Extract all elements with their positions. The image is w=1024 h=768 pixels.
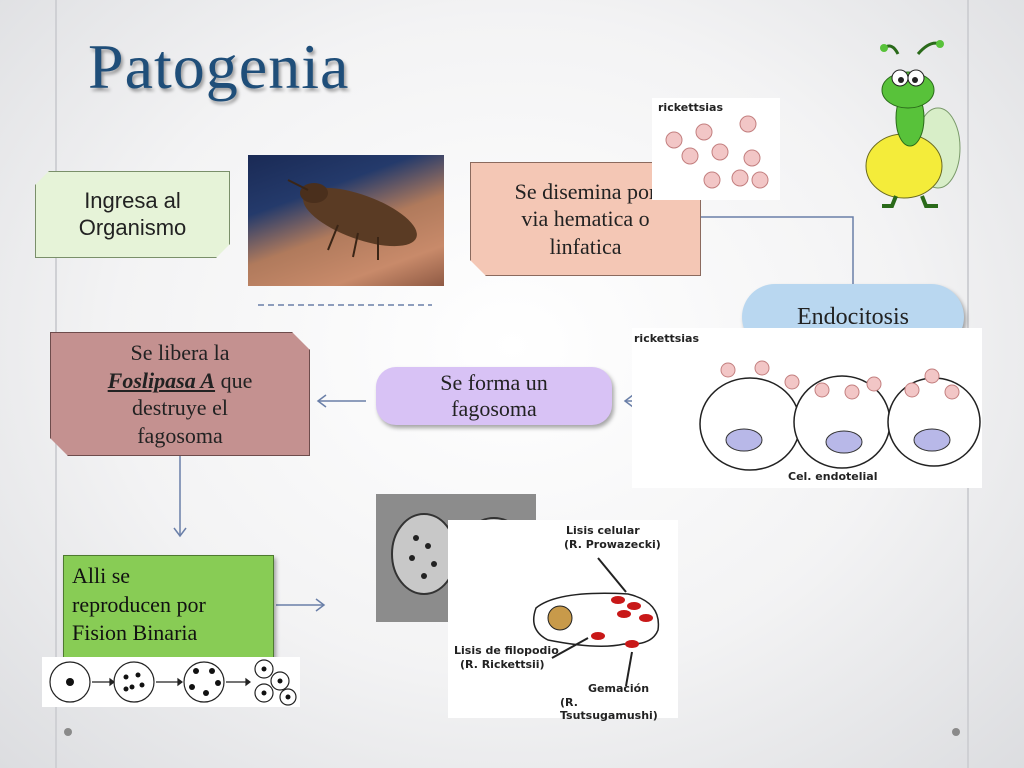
gemacion-label: Gemación	[588, 682, 649, 695]
step-alli-text: Alli se reproducen por Fision Binaria	[72, 562, 206, 648]
step-fagosoma: Se forma un fagosoma	[376, 367, 612, 425]
bug-cartoon	[852, 38, 974, 210]
endothelial-cell-diagram: rickettsias Cel. endotelial	[632, 328, 982, 488]
step-disemina-text: Se disemina por via hematica o linfatica	[515, 178, 657, 261]
lisis-filopodio-label: Lisis de filopodio	[454, 644, 559, 657]
step-libera: Se libera la Foslipasa A que destruye el…	[50, 332, 310, 456]
step-ingresa-text: Ingresa al Organismo	[79, 188, 187, 241]
libera-line-3: destruye el fagosoma	[132, 395, 228, 448]
gemacion-species: (R. Tsutsugamushi)	[560, 696, 678, 722]
step-ingresa: Ingresa al Organismo	[35, 171, 230, 258]
libera-que: que	[215, 368, 252, 393]
cel-endotelial-label: Cel. endotelial	[788, 470, 878, 483]
lisis-filopodio-species: (R. Rickettsii)	[460, 658, 545, 671]
rickettsia-cluster-diagram: rickettsias	[652, 98, 780, 200]
step-fagosoma-text: Se forma un fagosoma	[440, 370, 548, 423]
step-libera-text: Se libera la Foslipasa A que destruye el…	[108, 339, 253, 449]
step-alli: Alli se reproducen por Fision Binaria	[63, 555, 274, 660]
step-endocitosis-text: Endocitosis	[797, 304, 909, 331]
binary-fission-diagram	[42, 657, 300, 707]
libera-line-1: Se libera la	[131, 340, 230, 365]
rickettsias-top-label: rickettsias	[658, 101, 723, 114]
libera-enzyme: Foslipasa A	[108, 368, 215, 393]
cell-lysis-diagram: Lisis celular (R. Prowazecki) Lisis de f…	[448, 520, 678, 718]
louse-photo	[248, 155, 444, 286]
